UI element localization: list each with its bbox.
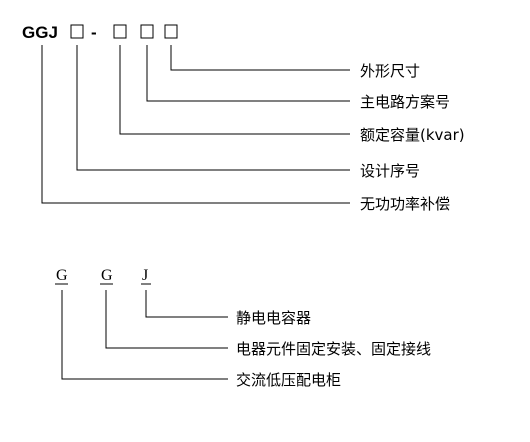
label-dimensions: 外形尺寸 <box>360 62 420 80</box>
placeholder-box-3 <box>140 24 154 39</box>
leader-line-design-number <box>76 45 350 171</box>
leader-line-circuit-scheme <box>146 45 350 102</box>
label-design-number: 设计序号 <box>360 162 420 180</box>
model-prefix: GGJ <box>22 23 58 42</box>
leader-line-switchgear <box>61 290 228 380</box>
placeholder-box-1 <box>70 24 84 39</box>
leader-line-rated-capacity <box>119 45 350 135</box>
label-reactive-compensation: 无功功率补偿 <box>360 195 450 213</box>
letter-j: J <box>142 267 148 284</box>
placeholder-box-4 <box>164 24 178 39</box>
label-circuit-scheme: 主电路方案号 <box>360 93 450 111</box>
label-rated-capacity: 额定容量(kvar) <box>360 126 465 144</box>
letter-g-2: G <box>101 267 113 284</box>
letter-code-group: G G J 静电电容器 电器元件固定安装、固定接线 交流低压配电柜 <box>55 267 431 389</box>
leader-line-dimensions <box>170 45 350 71</box>
label-capacitor: 静电电容器 <box>236 309 311 327</box>
leader-line-fixed-installation <box>105 290 228 349</box>
label-switchgear: 交流低压配电柜 <box>236 371 341 389</box>
placeholder-box-2 <box>113 24 127 39</box>
leader-line-capacitor <box>145 290 228 318</box>
letter-g-1: G <box>56 267 68 284</box>
leader-line-reactive-compensation <box>41 45 350 204</box>
label-fixed-installation: 电器元件固定安装、固定接线 <box>236 340 431 358</box>
model-code-group: GGJ - 外形尺寸 主电路方案号 额定容量(kvar) 设计序号 无功功率补偿 <box>22 23 465 213</box>
model-dash: - <box>91 23 97 42</box>
